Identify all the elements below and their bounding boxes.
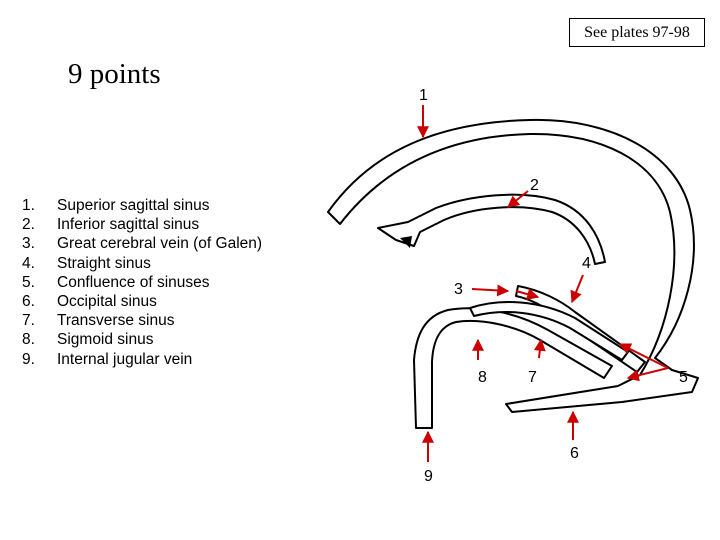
marker-label-5: 5 [679,369,688,386]
arrow-5a [626,367,669,382]
superior-sagittal-sinus-shape [327,118,699,413]
marker-label-3: 3 [454,281,463,298]
marker-label-6: 6 [570,445,579,462]
legend-label: Confluence of sinuses [57,273,210,291]
arrow-5b [618,343,669,369]
legend-number: 3. [22,235,35,253]
inferior-sagittal-sinus-shape [377,193,606,265]
legend-label: Straight sinus [57,254,151,272]
legend-item: 1. Superior sagittal sinus [22,196,262,215]
legend-number: 8. [22,331,35,349]
legend-item: 9. Internal jugular vein [22,350,262,369]
page-title: 9 points [68,58,161,90]
legend-label: Inferior sagittal sinus [57,216,200,234]
legend-label: Transverse sinus [57,312,175,330]
arrow-3b [515,288,540,300]
arrow-4 [570,274,584,304]
marker-label-7: 7 [528,369,537,386]
legend-item: 7. Transverse sinus [22,311,262,330]
legend-label: Occipital sinus [57,293,157,311]
legend-label: Sigmoid sinus [57,331,154,349]
legend-number: 5. [22,273,35,291]
legend-number: 9. [22,350,35,368]
transverse-sinus-upper-shape [469,301,629,361]
plates-reference-note: See plates 97-98 [569,18,705,47]
legend-item: 3. Great cerebral vein (of Galen) [22,234,262,253]
arrow-3 [471,284,510,297]
marker-label-9: 9 [424,468,433,485]
legend-item: 2. Inferior sagittal sinus [22,215,262,234]
marker-label-1: 1 [419,87,428,104]
legend-label: Superior sagittal sinus [57,197,210,214]
legend-number: 6. [22,293,35,311]
inferior-sinus-tip [400,236,412,248]
legend-item: 6. Occipital sinus [22,292,262,311]
legend-item: 4. Straight sinus [22,254,262,273]
arrow-7 [533,338,546,359]
marker-label-2: 2 [530,177,539,194]
legend-item: 5. Confluence of sinuses [22,273,262,292]
legend-item: 8. Sigmoid sinus [22,330,262,349]
arrow-2 [507,190,529,208]
legend-number: 1. [22,197,35,214]
legend-number: 7. [22,312,35,330]
legend-number: 4. [22,254,35,272]
marker-label-4: 4 [582,255,591,272]
legend-label: Internal jugular vein [57,350,193,368]
marker-label-8: 8 [478,369,487,386]
legend-number: 2. [22,216,35,234]
legend-list: 1. Superior sagittal sinus 2. Inferior sag… [22,196,262,369]
legend-label: Great cerebral vein (of Galen) [57,235,263,253]
